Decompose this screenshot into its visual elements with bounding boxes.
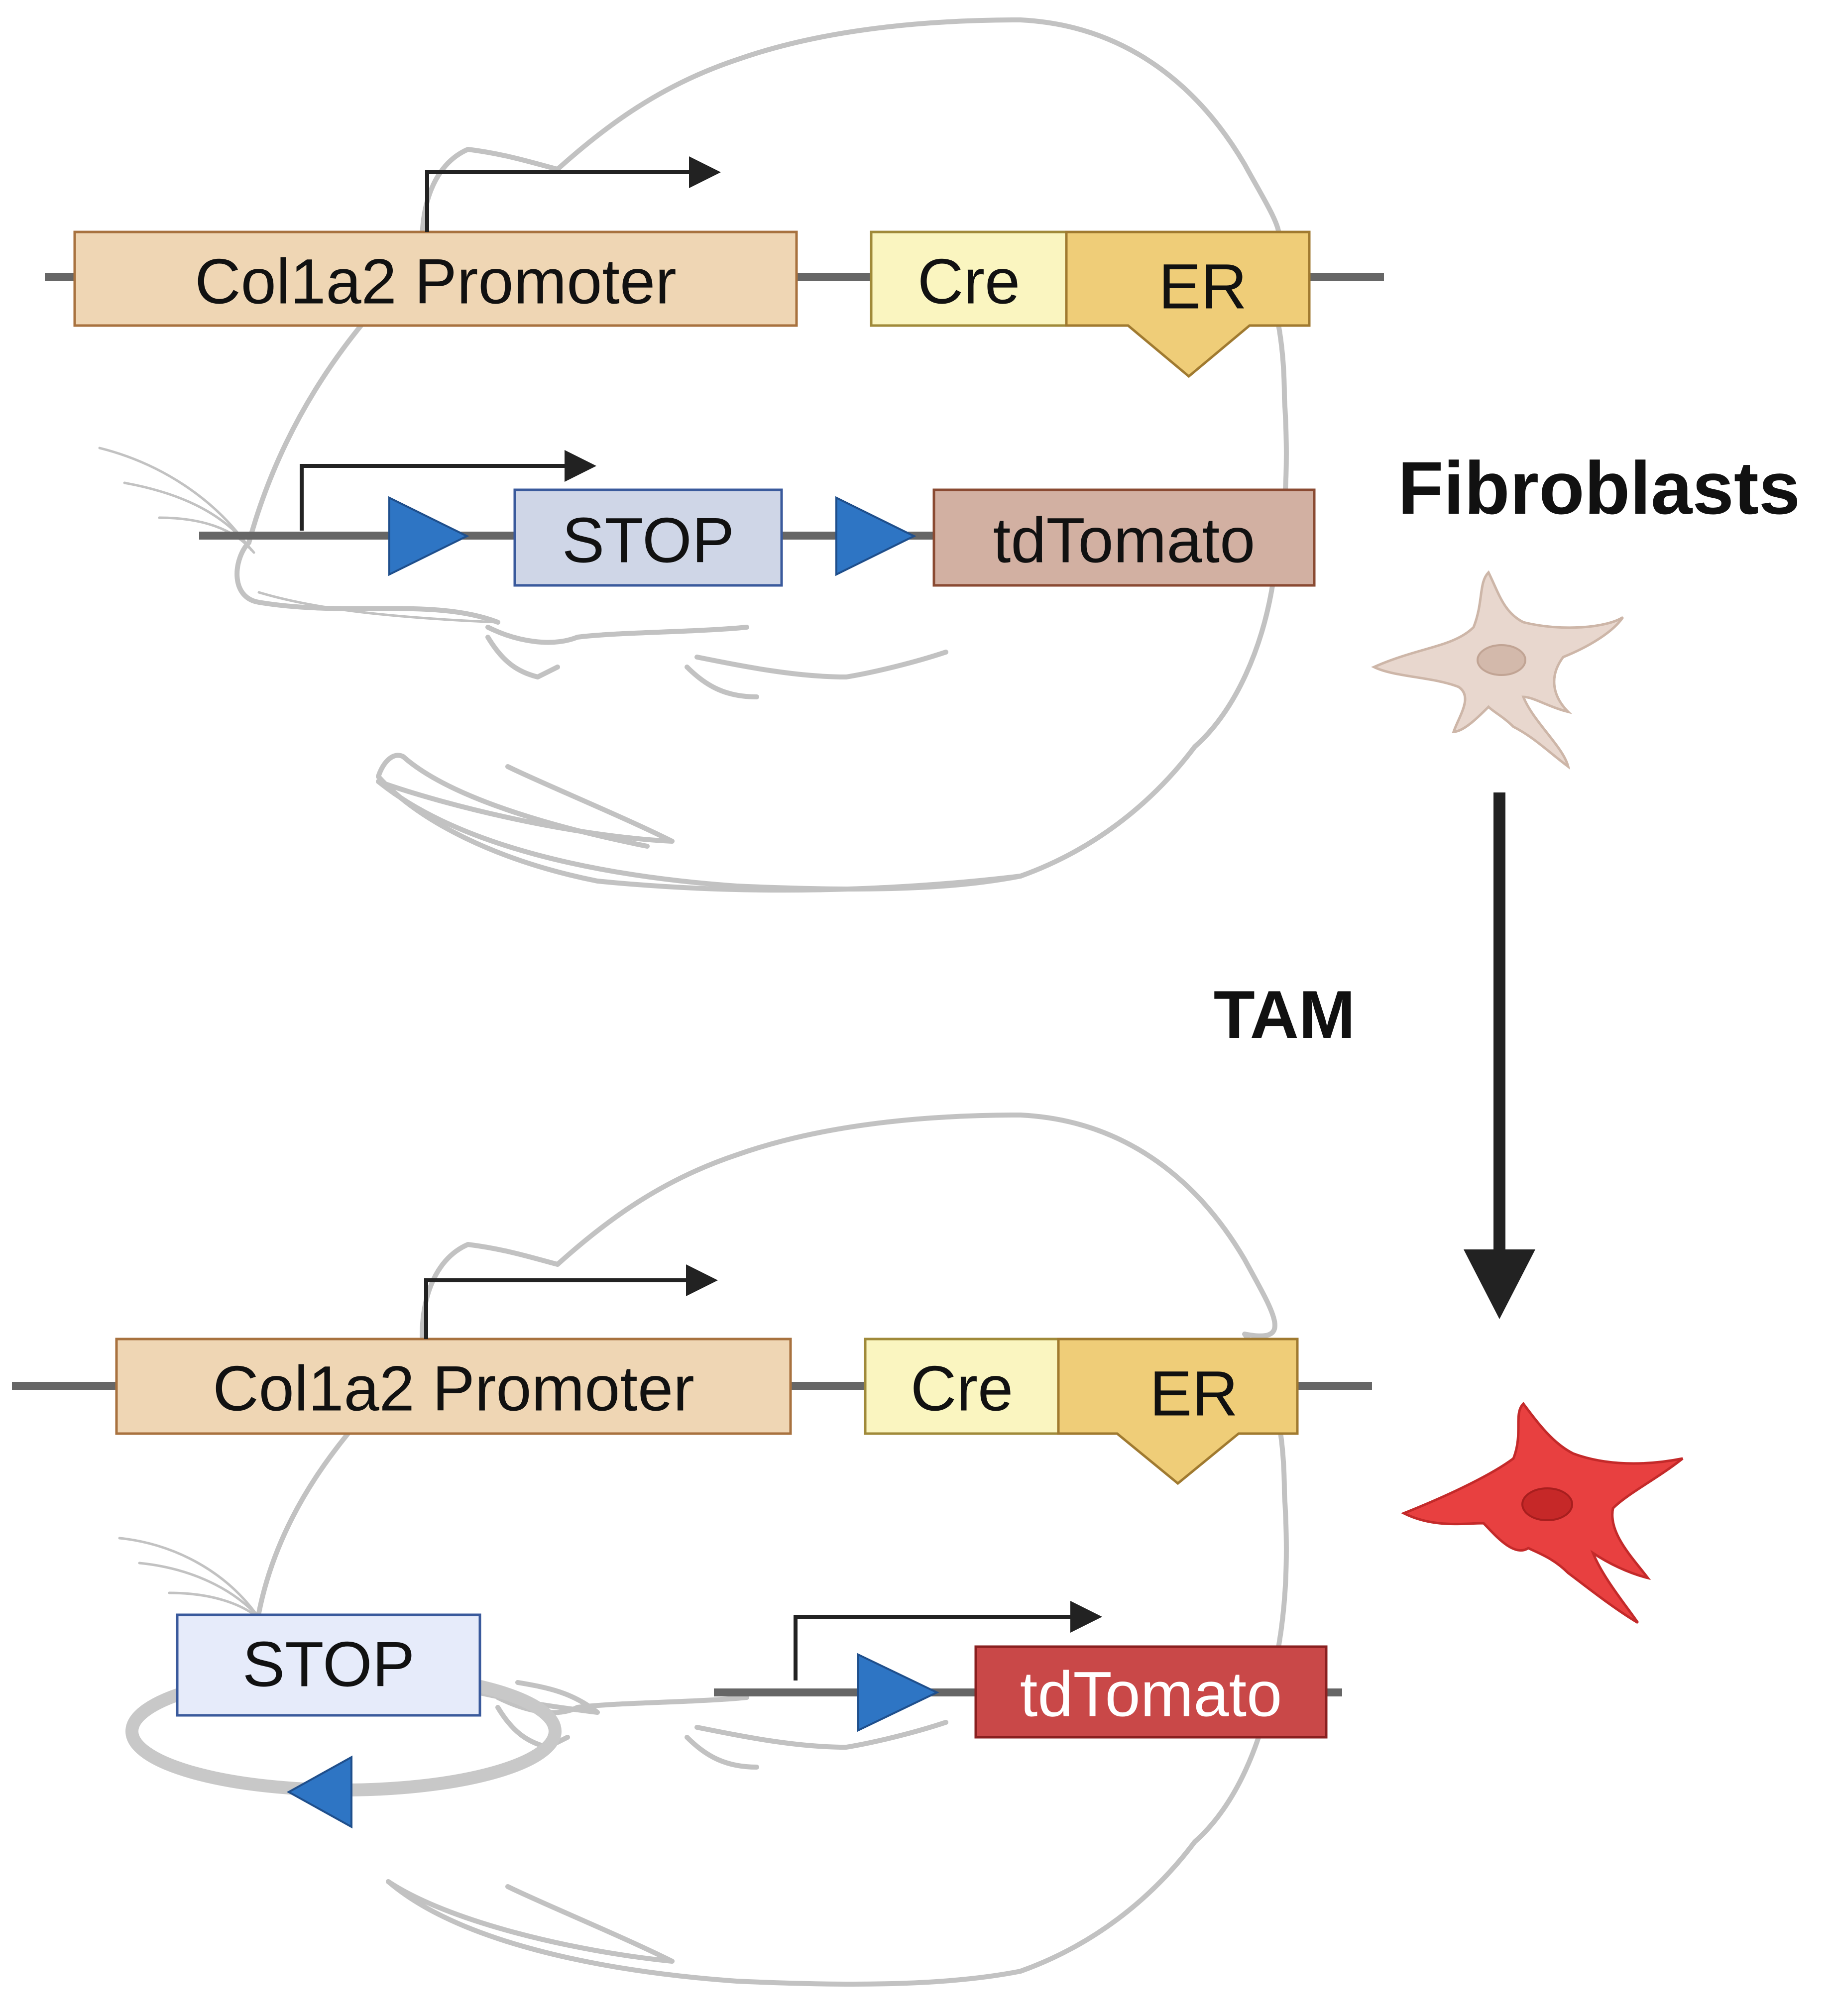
mouse-outline-bottom-icon	[256, 1113, 1289, 1987]
cre-box-top	[870, 230, 1068, 327]
er-label-top: ER	[1158, 251, 1247, 323]
loxp-site-bottom-icon	[857, 1653, 939, 1732]
cre-label-top: Cre	[917, 246, 1020, 318]
stop-box-bottom	[176, 1613, 481, 1717]
transcription-start-arrow-top-1	[425, 156, 721, 232]
fibroblasts-title: Fibroblasts	[1398, 446, 1800, 530]
tam-induction-arrowhead	[1464, 1249, 1535, 1319]
col1a2-promoter-label-bottom: Col1a2 Promoter	[213, 1353, 694, 1425]
transcription-start-arrow-bottom-1	[424, 1264, 718, 1339]
tdtomato-box-bottom	[974, 1645, 1328, 1739]
er-domain-bottom	[1057, 1338, 1299, 1485]
loxp-site-top-2-icon	[835, 496, 916, 576]
tdtomato-box-top	[932, 488, 1316, 587]
fibroblast-unlabeled-icon	[1371, 570, 1624, 770]
loxp-site-top-1-icon	[388, 496, 469, 576]
tdtomato-label-bottom: tdTomato	[1020, 1659, 1282, 1730]
transcription-start-arrow-bottom-2	[794, 1601, 1102, 1680]
stop-label-bottom: STOP	[242, 1629, 415, 1700]
stop-box-top	[513, 488, 783, 587]
stop-label-top: STOP	[562, 505, 734, 576]
col1a2-promoter-box-bottom	[115, 1338, 792, 1435]
transcription-start-arrow-top-2	[300, 450, 596, 531]
tam-treatment-label: TAM	[1214, 977, 1355, 1052]
cre-box-bottom	[864, 1338, 1060, 1435]
col1a2-promoter-label-top: Col1a2 Promoter	[195, 246, 677, 318]
fibroblast-tdtomato-labeled-icon	[1400, 1402, 1684, 1624]
er-label-bottom: ER	[1149, 1358, 1238, 1430]
col1a2-promoter-box-top	[73, 230, 798, 327]
loxp-site-excised-icon	[286, 1755, 352, 1829]
tdtomato-label-top: tdTomato	[993, 505, 1256, 576]
er-domain-top	[1065, 230, 1311, 378]
cre-label-bottom: Cre	[911, 1353, 1013, 1425]
mouse-outline-top-icon	[234, 17, 1289, 893]
whiskers-bottom-icon	[118, 1537, 265, 1624]
